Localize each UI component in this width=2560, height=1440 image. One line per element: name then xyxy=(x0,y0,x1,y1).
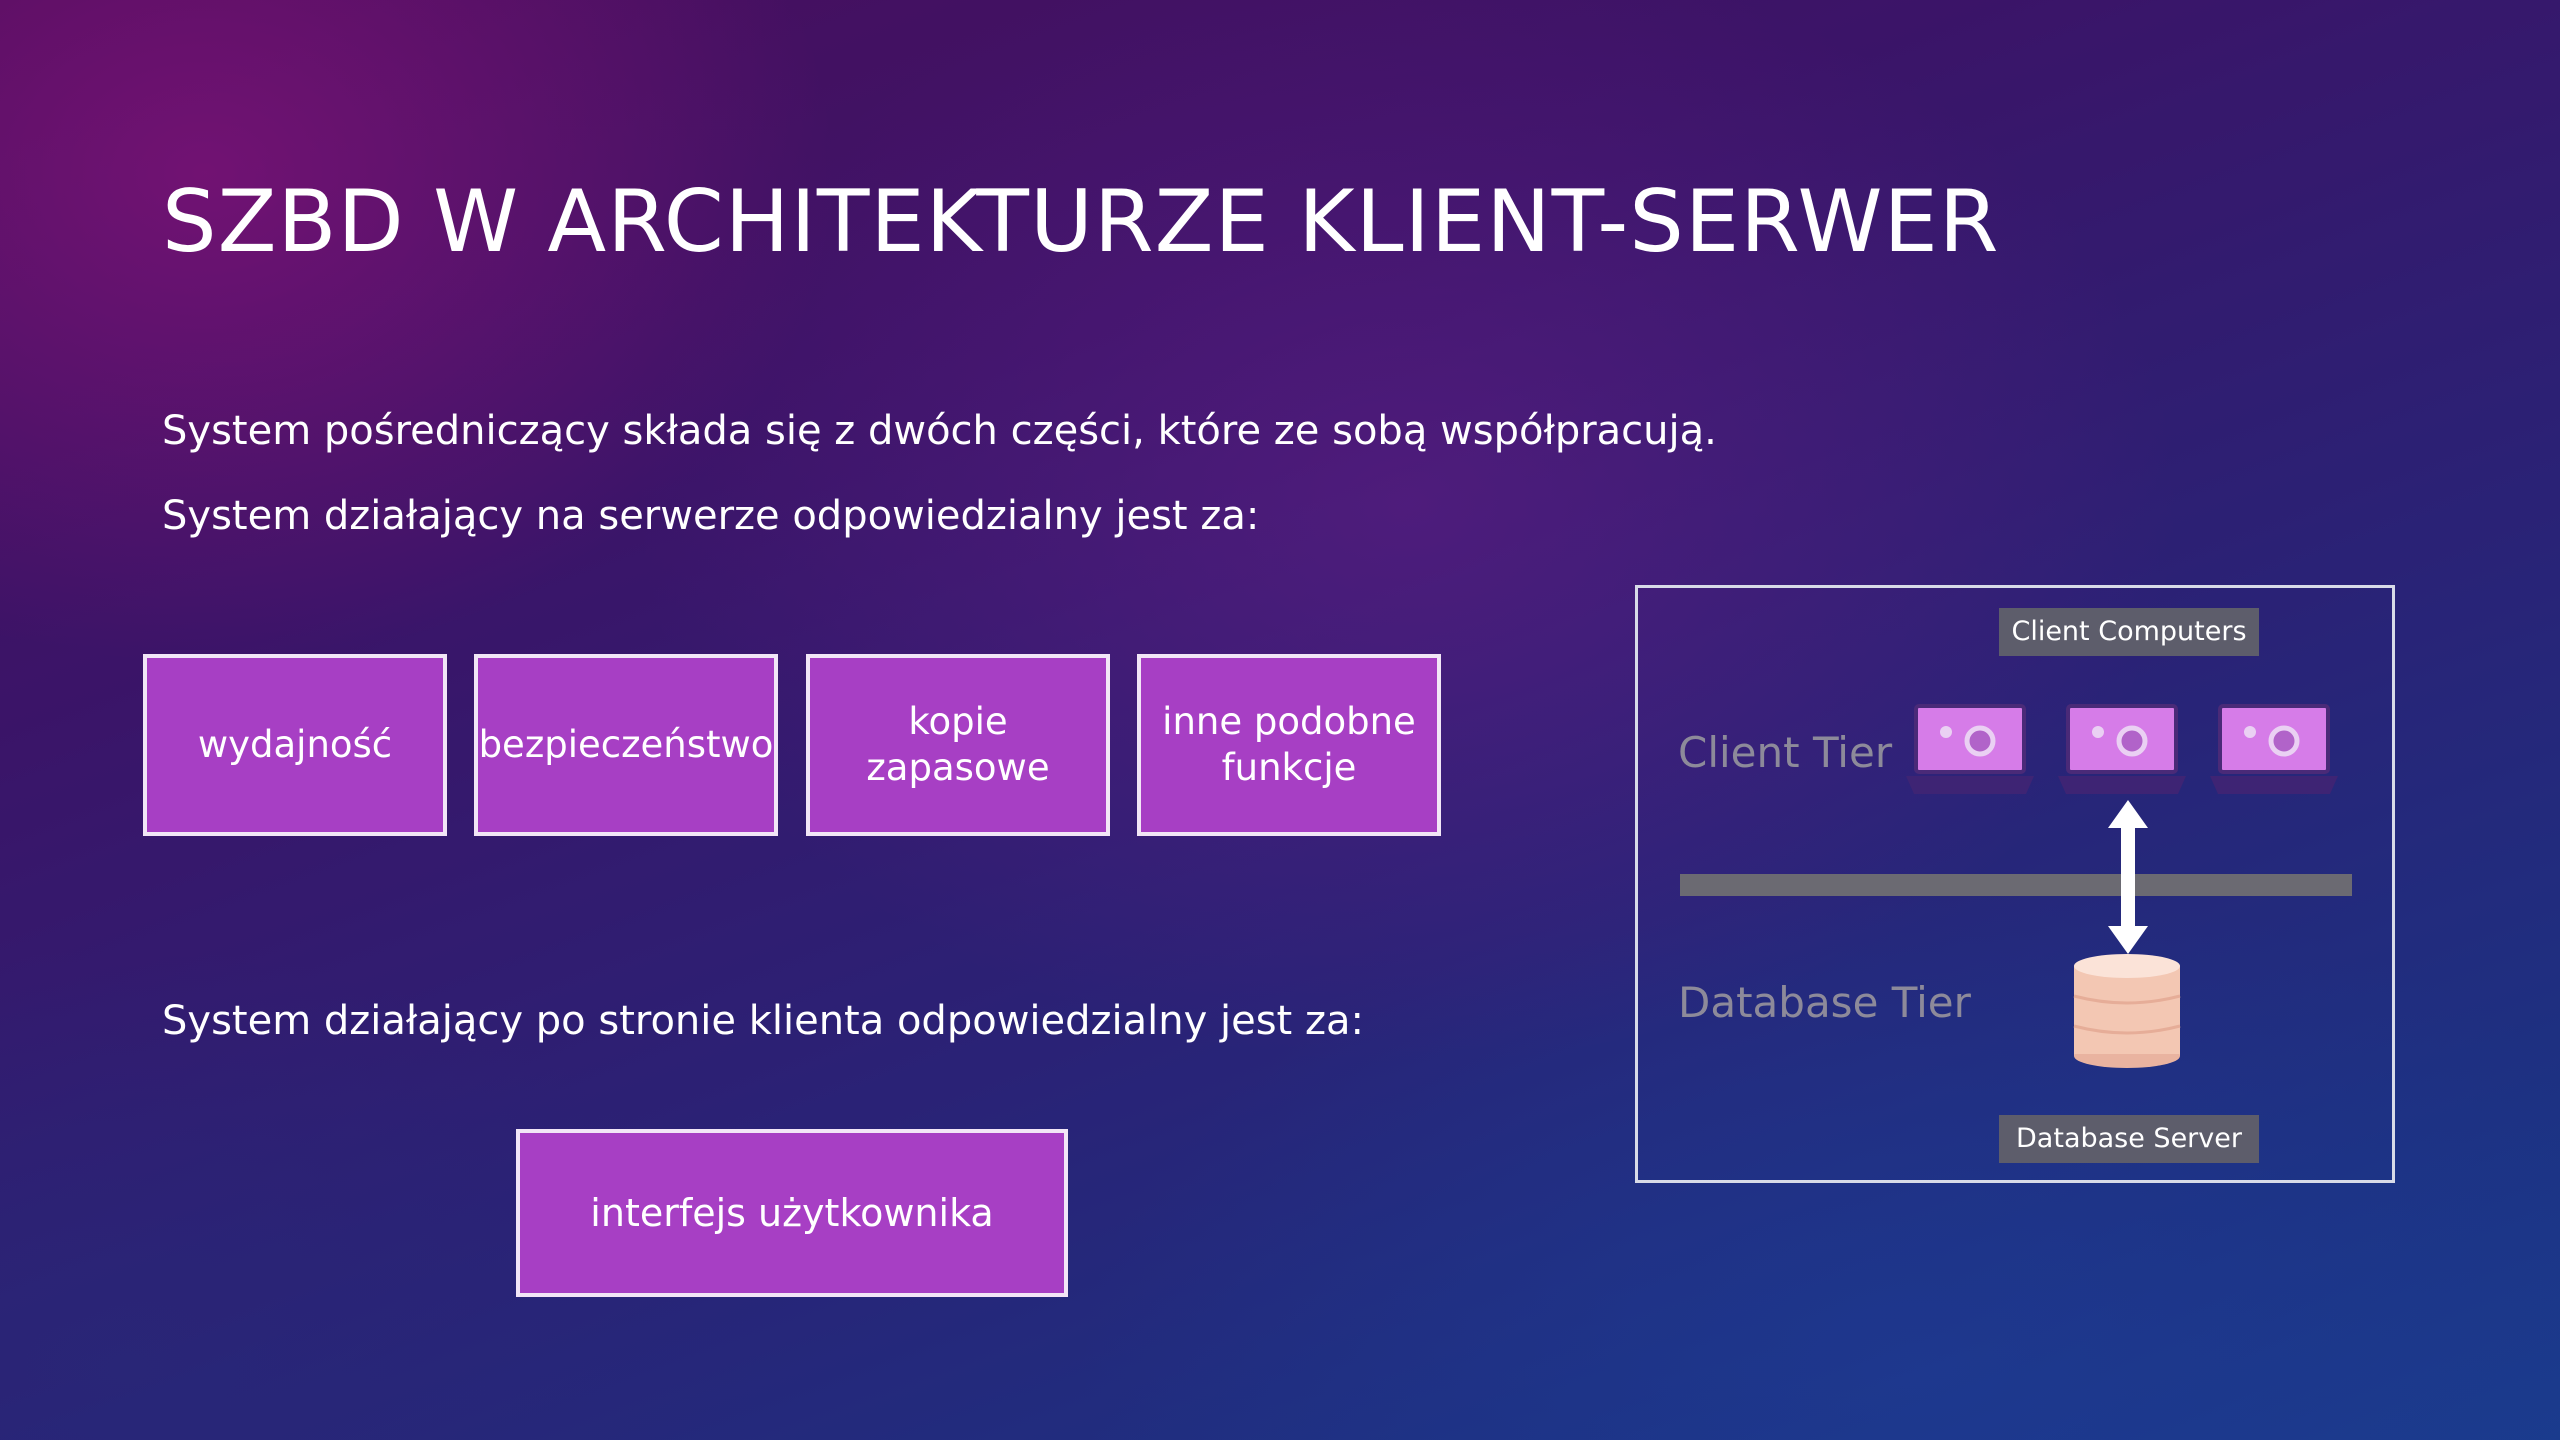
client-computers-label: Client Computers xyxy=(1999,608,2259,656)
server-responsibility-heading: System działający na serwerze odpowiedzi… xyxy=(162,493,1260,539)
tier-separator-bar xyxy=(1680,874,2352,896)
client-responsibility-heading: System działający po stronie klienta odp… xyxy=(162,998,1364,1044)
server-box-other-functions: inne podobne funkcje xyxy=(1137,654,1441,836)
laptop-icon xyxy=(2058,704,2186,794)
client-box-user-interface: interfejs użytkownika xyxy=(516,1129,1068,1297)
intro-text: System pośredniczący składa się z dwóch … xyxy=(162,408,1717,454)
double-arrow-icon xyxy=(2108,800,2148,954)
laptop-icon xyxy=(2210,704,2338,794)
client-tier-label: Client Tier xyxy=(1678,728,1893,777)
client-server-diagram: Client Computers Client Tier Database Ti… xyxy=(1635,585,2395,1183)
database-tier-label: Database Tier xyxy=(1678,978,1971,1027)
server-box-performance: wydajność xyxy=(143,654,447,836)
slide-title: SZBD W ARCHITEKTURZE KLIENT-SERWER xyxy=(162,172,2000,272)
database-icon xyxy=(2073,954,2181,1068)
laptop-icon xyxy=(1906,704,2034,794)
server-box-security: bezpieczeństwo xyxy=(474,654,778,836)
database-server-label: Database Server xyxy=(1999,1115,2259,1163)
diagram-graphics xyxy=(1680,704,2352,1068)
server-box-backups: kopie zapasowe xyxy=(806,654,1110,836)
